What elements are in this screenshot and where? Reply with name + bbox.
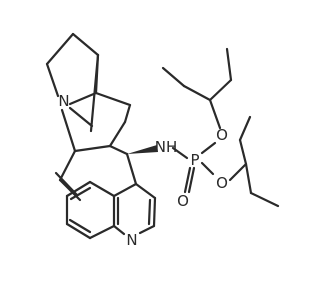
quinoline-nitrogen-label: N (126, 231, 137, 249)
upper-ester-oxygen-label: O (216, 126, 228, 144)
amide-nitrogen-label: NH (155, 138, 178, 156)
phosphorus-label: P (190, 151, 199, 169)
phosphoryl-oxygen-label: O (177, 192, 189, 210)
vinyl-bonds (54, 149, 82, 202)
atom-labels: N NH P O O O N (58, 92, 228, 249)
stereocenter-bonds (125, 145, 158, 186)
molecule-drawing: N NH P O O O N (45, 32, 280, 249)
quinoline-bonds (65, 180, 157, 240)
structure-svg: N NH P O O O N (45, 32, 280, 249)
quinuclidine-bonds (45, 32, 132, 156)
upper-pentyl-bonds (161, 47, 233, 130)
phosphoramidate-bonds (171, 141, 217, 194)
wedge-bond (127, 145, 158, 154)
lower-pentyl-bonds (228, 115, 280, 208)
lower-ester-oxygen-label: O (216, 174, 228, 192)
quinuclidine-nitrogen-label: N (58, 92, 69, 110)
